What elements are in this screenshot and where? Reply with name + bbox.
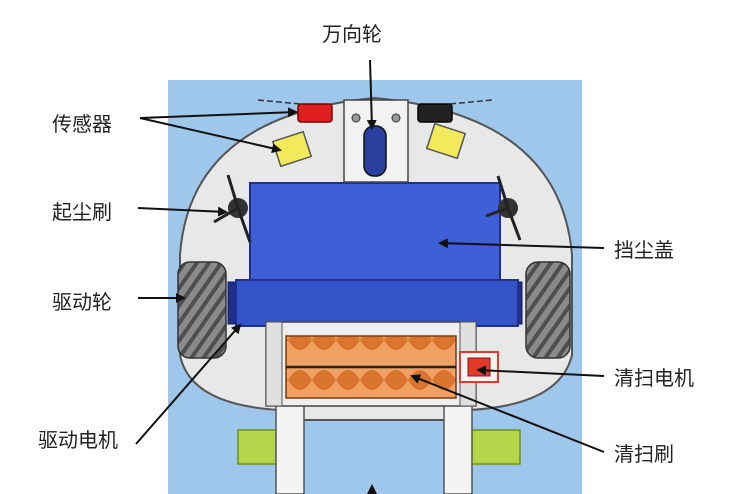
label-sensor: 传感器 (52, 112, 112, 136)
label-drive-motor: 驱动电机 (38, 428, 118, 452)
dust-cover-top (249, 182, 501, 284)
drive-wheel-left (177, 261, 227, 359)
rear-wheel-left (275, 404, 305, 494)
arrow-drive-motor (135, 323, 242, 445)
label-cleaning-motor: 清扫电机 (614, 366, 694, 390)
arrow-sensor-red (139, 107, 298, 119)
arrow-caster (366, 59, 377, 130)
arrow-sensor-yellow (139, 117, 282, 154)
sensor-yellow-left (271, 130, 313, 168)
side-brush-right (485, 175, 522, 241)
caster-bolt-left (351, 113, 361, 123)
caster-wheel (363, 125, 387, 177)
dust-cover-lower (235, 279, 519, 327)
caster-bolt-right (391, 113, 401, 123)
label-caster-wheel: 万向轮 (322, 22, 382, 46)
arrow-cleaning-motor (476, 365, 605, 377)
label-side-brush: 起尘刷 (52, 200, 112, 224)
drive-wheel-right (525, 261, 571, 359)
arrow-dust-cover (438, 238, 605, 249)
label-cleaning-brush: 清扫刷 (614, 442, 674, 466)
rear-wheel-right (443, 404, 473, 494)
label-dust-cover: 挡尘盖 (614, 238, 674, 262)
sensor-beam-right (449, 99, 493, 105)
label-drive-wheel: 驱动轮 (52, 290, 112, 314)
sensor-beam-left (257, 99, 301, 105)
arrow-cleaning-brush (410, 374, 605, 453)
arrow-side-brush (137, 206, 228, 217)
cleaning-motor (467, 357, 491, 377)
sensor-red (297, 103, 333, 123)
sensor-black (417, 103, 453, 123)
sensor-yellow-right (425, 122, 467, 160)
brush-frame-left (265, 321, 283, 407)
